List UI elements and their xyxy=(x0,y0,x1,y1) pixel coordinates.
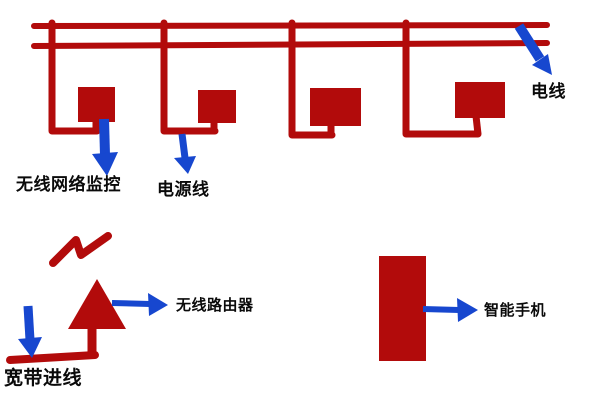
camera-drop-wire-3 xyxy=(288,19,336,139)
camera-label: 无线网络监控 xyxy=(16,175,121,195)
smartphone-label: 智能手机 xyxy=(484,301,547,319)
arrow-power-line-head xyxy=(174,156,196,174)
arrow-electric-wire-head xyxy=(532,54,552,75)
camera-drop-wire-2 xyxy=(160,19,219,135)
arrow-camera-label-head xyxy=(92,152,118,176)
camera-drop-wire-1 xyxy=(48,19,101,135)
camera-1 xyxy=(78,87,115,122)
arrow-broadband-down-head xyxy=(18,337,42,358)
wifi-signal-zigzag xyxy=(49,232,112,267)
arrow-electric-wire xyxy=(514,23,545,62)
arrow-smartphone-head xyxy=(457,298,478,322)
router-triangle xyxy=(68,279,126,329)
power-line-label: 电源线 xyxy=(157,180,210,200)
electric-wire-label: 电线 xyxy=(531,82,566,102)
arrow-camera-label xyxy=(99,118,110,156)
arrow-smartphone xyxy=(422,306,460,313)
broadband-line xyxy=(6,351,99,364)
arrow-router-head xyxy=(148,293,168,316)
smartphone xyxy=(379,256,426,361)
broadband-label: 宽带进线 xyxy=(4,367,83,389)
camera-power-stub-4 xyxy=(472,115,482,135)
camera-drop-wire-4 xyxy=(402,19,482,138)
router-label: 无线路由器 xyxy=(176,296,254,314)
camera-3 xyxy=(310,88,361,126)
camera-2 xyxy=(198,90,236,123)
arrow-router xyxy=(111,300,151,307)
arrow-power-line xyxy=(178,133,189,159)
camera-4 xyxy=(455,82,505,118)
arrow-broadband-down xyxy=(23,305,35,341)
